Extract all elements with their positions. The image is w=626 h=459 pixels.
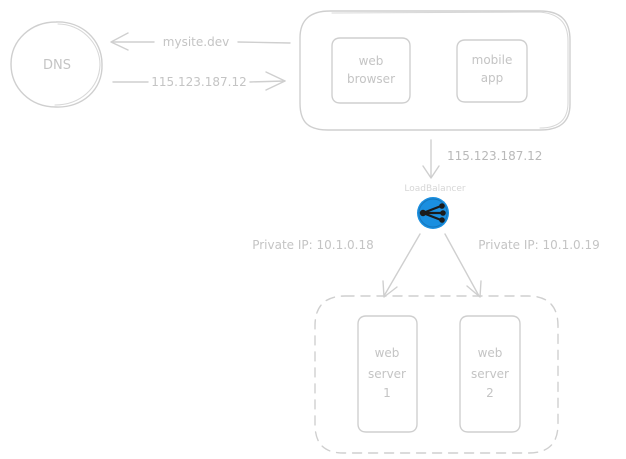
mobile-app-node: mobile app [456,39,528,103]
web-server-2-label-line1: web [478,346,503,360]
edge-label-lb-ip: 115.123.187.12 [447,149,542,163]
dns-label: DNS [43,58,71,73]
edge-label-private-ip-2: Private IP: 10.1.0.19 [478,238,600,252]
edge-lb-to-server1: Private IP: 10.1.0.18 [252,233,421,298]
server-group [314,295,559,454]
edge-browser-to-dns: mysite.dev [110,32,291,51]
load-balancer-label: LoadBalancer [404,184,465,194]
edge-dns-to-browser: 115.123.187.12 [112,71,286,91]
edge-label-dns-ip: 115.123.187.12 [151,75,246,89]
web-server-1-label-line2: server [368,367,406,381]
edge-label-private-ip-1: Private IP: 10.1.0.18 [252,238,374,252]
mobile-app-label-line2: app [481,71,504,85]
load-balancer-icon [417,197,449,229]
web-server-2-label-line3: 2 [486,386,494,400]
web-server-1-node: web server 1 [357,315,418,433]
mobile-app-label-line1: mobile [472,53,513,67]
edge-label-mysite: mysite.dev [163,35,229,49]
web-server-1-label-line3: 1 [383,386,391,400]
dns-node: DNS [10,21,103,108]
edge-client-to-lb: 115.123.187.12 [422,139,542,179]
web-server-2-node: web server 2 [459,315,521,433]
web-browser-node: web browser [331,37,411,104]
web-server-1-label-line1: web [375,346,400,360]
client-container [299,10,571,131]
web-server-2-label-line2: server [471,367,509,381]
web-browser-label-line1: web [359,54,384,68]
load-balancer-node: LoadBalancer [404,184,466,229]
edge-lb-to-server2: Private IP: 10.1.0.19 [444,233,600,298]
web-browser-label-line2: browser [347,72,395,86]
